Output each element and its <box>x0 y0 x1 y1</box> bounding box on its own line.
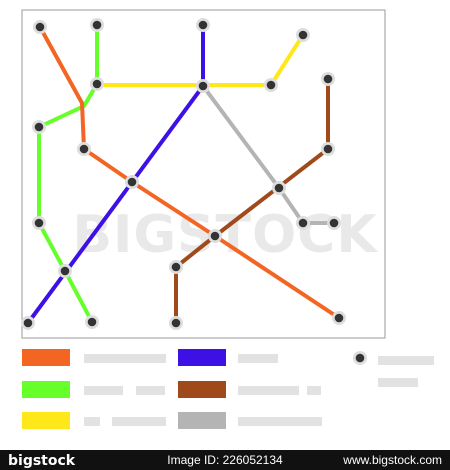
station-dot-icon <box>32 216 46 230</box>
footer-site: www.bigstock.com <box>342 453 442 467</box>
orange-line <box>38 25 341 320</box>
station-dot-icon <box>33 20 47 34</box>
station-dot-icon <box>90 18 104 32</box>
station-dot-icon <box>272 181 286 195</box>
legend-swatch <box>178 349 226 366</box>
legend-swatch <box>178 381 226 398</box>
station-dot-icon <box>21 316 35 330</box>
legend-label-placeholder <box>84 386 123 395</box>
watermark-text: BIGSTOCK <box>72 205 378 265</box>
station-dot-icon <box>264 78 278 92</box>
legend <box>22 349 434 429</box>
station-dot-icon <box>85 315 99 329</box>
station-dot-icon <box>321 72 335 86</box>
footer-bar: bigstock Image ID: 226052134 www.bigstoc… <box>0 450 450 470</box>
legend-label-placeholder <box>238 386 299 395</box>
legend-swatch <box>22 412 70 429</box>
legend-label-placeholder <box>84 417 100 426</box>
station-dot-icon <box>169 260 183 274</box>
legend-label-placeholder <box>238 354 278 363</box>
station-dot-icon <box>196 18 210 32</box>
station-dot-icon <box>169 316 183 330</box>
station-dot-icon <box>296 28 310 42</box>
station-dot-icon <box>321 142 335 156</box>
legend-item-brown <box>178 381 321 398</box>
legend-swatch <box>178 412 226 429</box>
legend-item-station <box>353 351 434 387</box>
station-dot-icon <box>332 311 346 325</box>
map-stations <box>21 18 346 330</box>
station-dot-icon <box>77 142 91 156</box>
station-dot-icon <box>125 175 139 189</box>
legend-label-placeholder <box>112 417 166 426</box>
footer-image-id: Image ID: 226052134 <box>167 453 283 467</box>
legend-swatch <box>22 349 70 366</box>
station-dot-icon <box>32 120 46 134</box>
legend-swatch <box>22 381 70 398</box>
station-dot-icon <box>296 216 310 230</box>
legend-item-yellow <box>22 412 166 429</box>
legend-label-placeholder <box>378 378 418 387</box>
legend-item-blue <box>178 349 278 366</box>
legend-label-placeholder <box>238 417 322 426</box>
footer-brand: bigstock <box>8 453 76 469</box>
legend-label-placeholder <box>378 356 434 365</box>
station-dot-icon <box>90 77 104 91</box>
station-dot-icon <box>58 264 72 278</box>
legend-item-gray <box>178 412 322 429</box>
legend-item-green <box>22 381 165 398</box>
gray-line <box>201 84 336 225</box>
legend-label-placeholder <box>307 386 321 395</box>
legend-label-placeholder <box>136 386 165 395</box>
station-dot-icon <box>327 216 341 230</box>
station-dot-icon <box>208 229 222 243</box>
station-dot-icon <box>196 79 210 93</box>
station-dot-icon <box>353 351 367 365</box>
legend-item-orange <box>22 349 166 366</box>
legend-label-placeholder <box>84 354 166 363</box>
